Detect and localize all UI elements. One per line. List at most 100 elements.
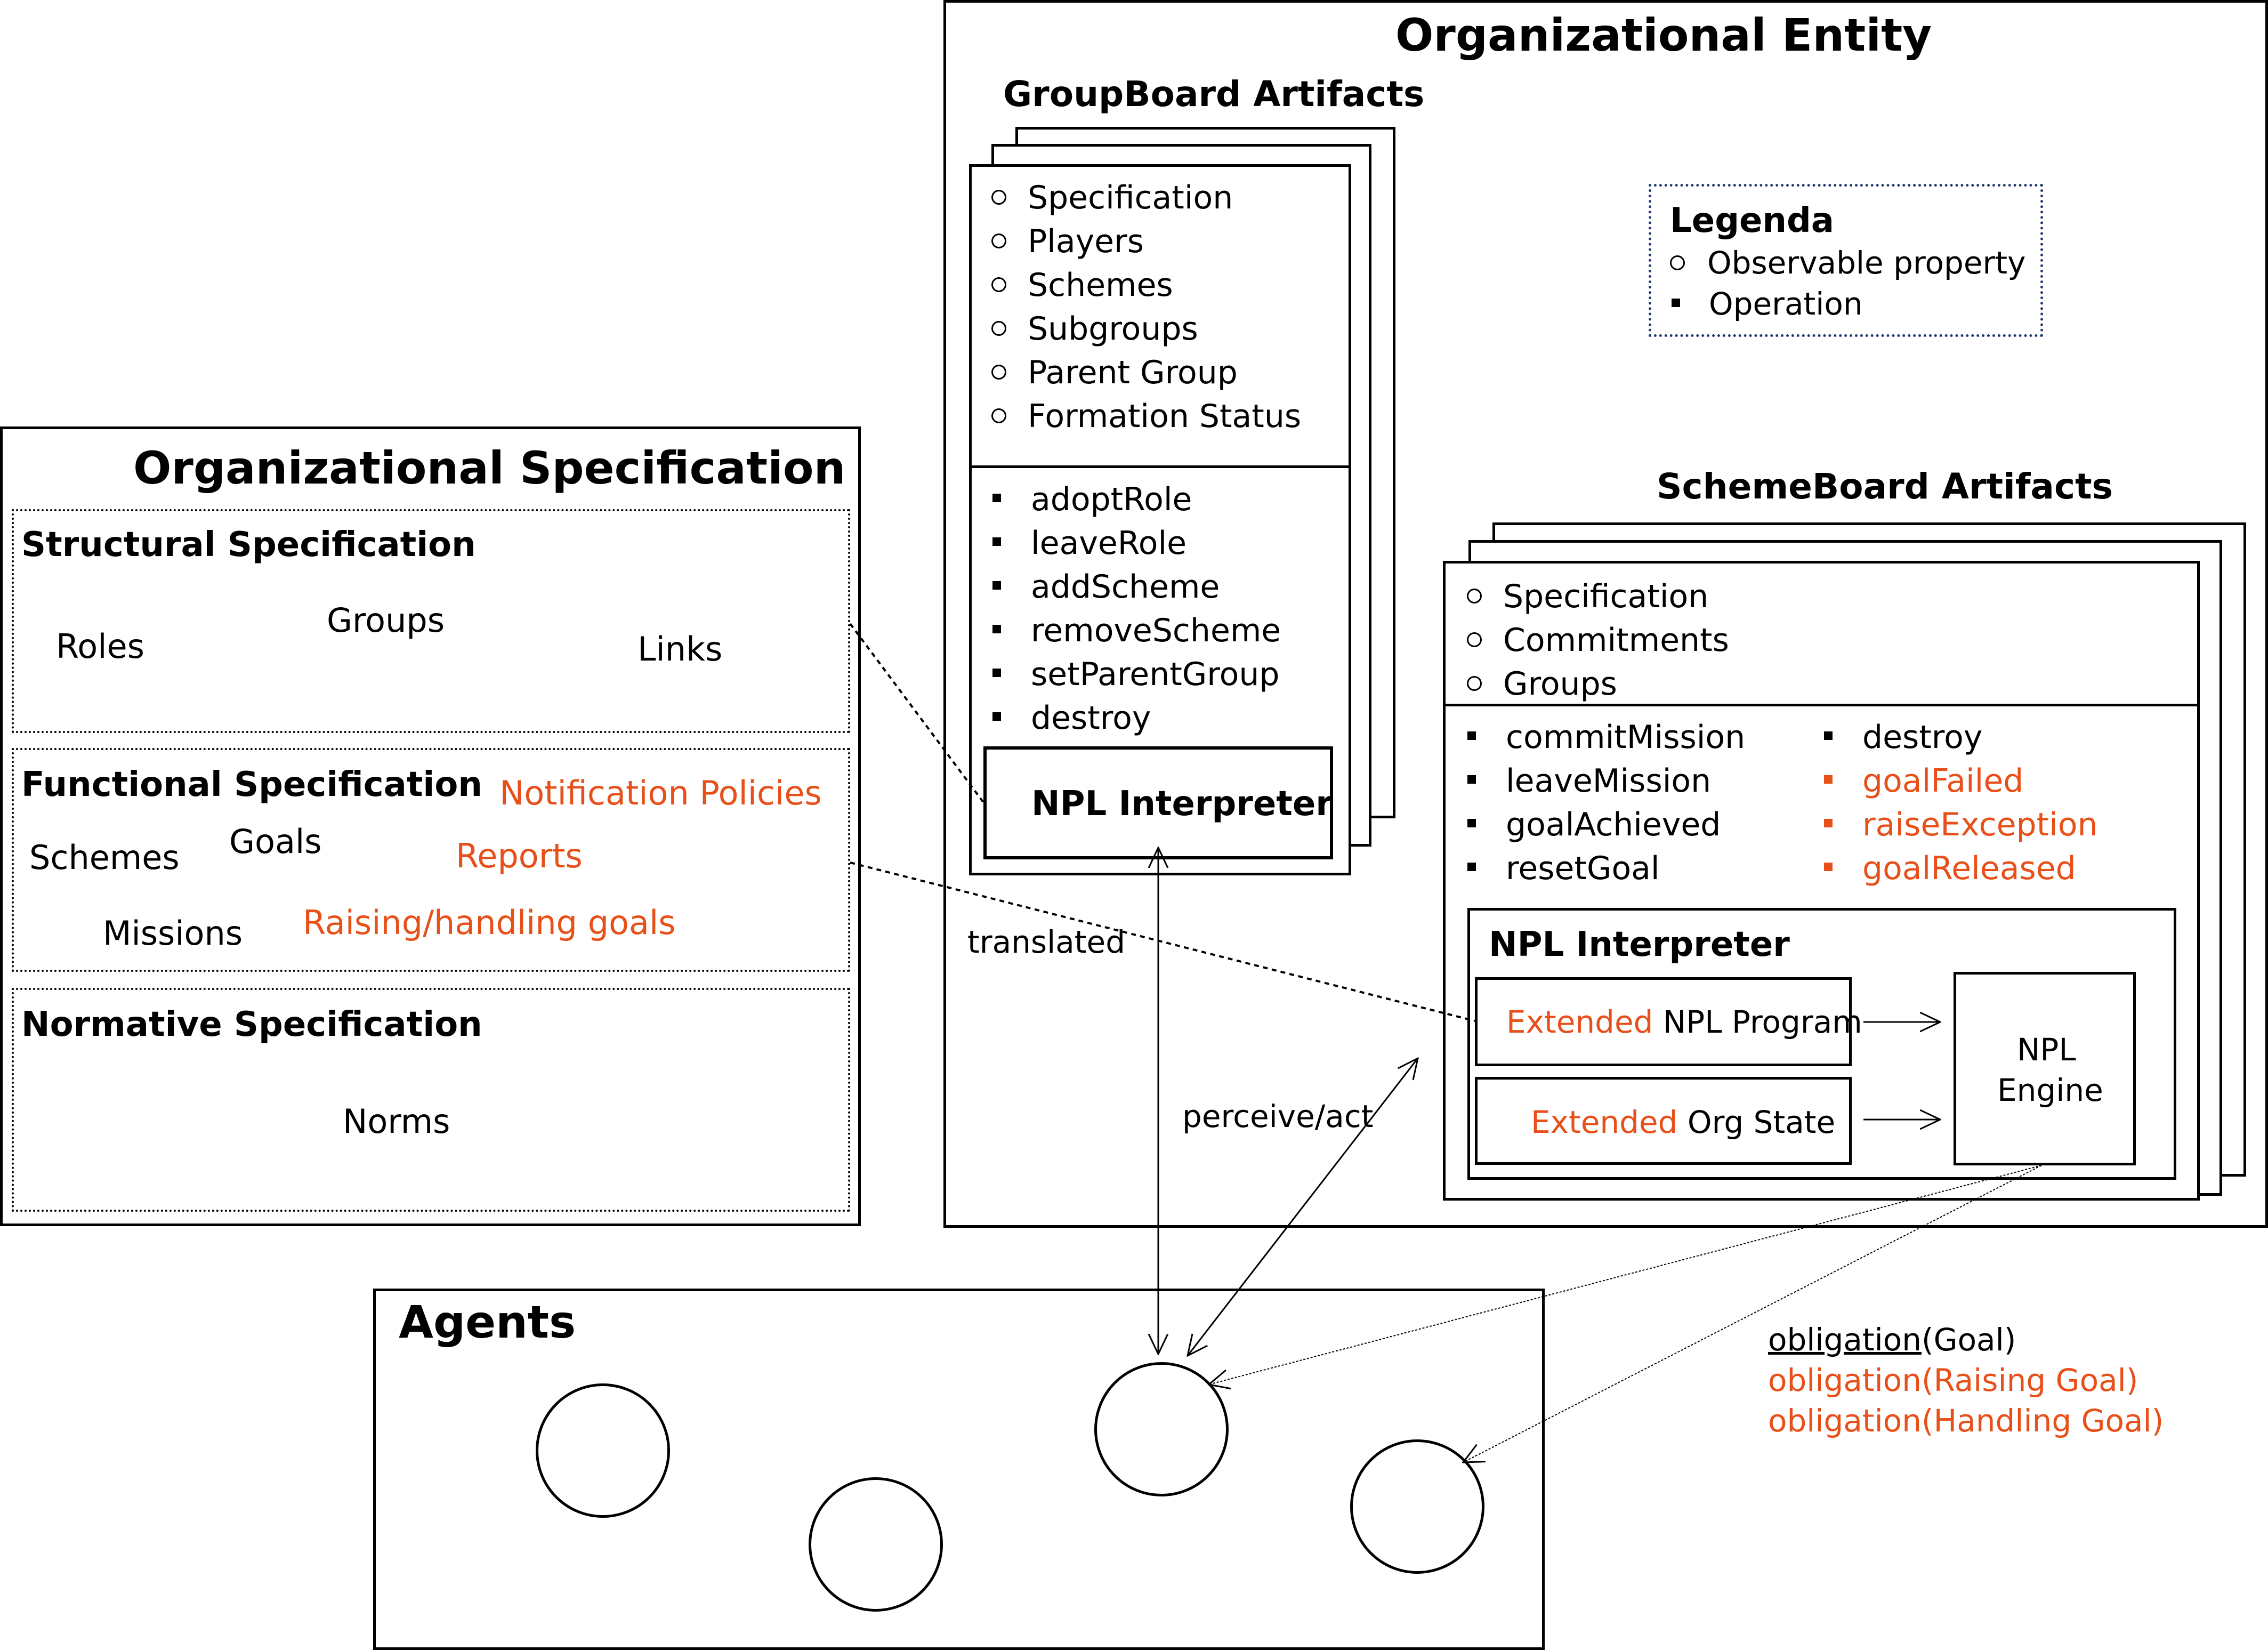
circle-bullet-icon (991, 277, 1006, 293)
square-bullet-icon (1467, 775, 1476, 784)
normative-specification-box (12, 988, 850, 1212)
square-bullet-icon (1467, 819, 1476, 828)
agent-circle (1094, 1362, 1229, 1496)
square-bullet-icon (992, 625, 1001, 634)
agent-circle (536, 1383, 670, 1518)
links-label: Links (637, 630, 723, 669)
list-item: leaveRole (992, 521, 1281, 565)
list-item: Commitments (1467, 618, 1729, 662)
agent-circle (1350, 1439, 1484, 1574)
structural-to-groupboard-connector (849, 623, 984, 803)
list-item: destroy (992, 696, 1281, 740)
extended-org-state-label: Extended Org State (1531, 1104, 1836, 1140)
square-bullet-icon (1467, 731, 1476, 741)
list-item: goalAchieved (1467, 803, 1745, 847)
list-item: Specification (1467, 575, 1729, 618)
list-item: setParentGroup (992, 653, 1281, 696)
legend-operation-item: Operation (1672, 285, 1863, 323)
legend-box (1649, 184, 2043, 337)
organizational-entity-title: Organizational Entity (1395, 9, 1932, 61)
reports-label: Reports (456, 836, 583, 875)
square-bullet-icon (1672, 298, 1680, 307)
schemes-label: Schemes (29, 838, 180, 877)
circle-bullet-icon (991, 234, 1006, 249)
groupboard-operations-list: adoptRole leaveRole addScheme removeSche… (992, 478, 1281, 740)
extended-npl-program-label: Extended NPL Program (1506, 1004, 1862, 1040)
npl-engine-label-line1: NPL (2017, 1032, 2076, 1068)
translated-label: translated (967, 924, 1126, 960)
functional-specification-box (12, 748, 850, 972)
list-item: adoptRole (992, 478, 1281, 521)
npl-engine-label-line2: Engine (1997, 1072, 2103, 1108)
list-item: goalReleased (1824, 847, 2098, 890)
square-bullet-icon (1824, 819, 1833, 828)
list-item: Players (991, 220, 1301, 263)
square-bullet-icon (992, 537, 1001, 546)
structural-specification-title: Structural Specification (21, 525, 476, 565)
obligation-arrow-1 (1209, 1165, 2042, 1385)
list-item: Subgroups (991, 307, 1301, 351)
schemeboard-operations-left: commitMission leaveMission goalAchieved … (1467, 715, 1745, 890)
goals-label: Goals (229, 822, 322, 861)
groupboard-npl-interpreter-label: NPL Interpreter (1031, 784, 1333, 824)
circle-bullet-icon (1467, 632, 1482, 648)
obligation-arrow-2 (1463, 1165, 2042, 1462)
groupboard-divider (969, 465, 1351, 468)
extended-npl-program-box (1475, 977, 1852, 1066)
square-bullet-icon (992, 669, 1001, 678)
circle-bullet-icon (991, 190, 1006, 205)
notification-policies-label: Notification Policies (499, 774, 822, 812)
obligation-handling-goal-label: obligation(Handling Goal) (1768, 1403, 2164, 1439)
circle-bullet-icon (1467, 676, 1482, 691)
schemeboard-divider (1443, 704, 2200, 706)
list-item: Specification (991, 176, 1301, 220)
square-bullet-icon (992, 494, 1001, 503)
square-bullet-icon (992, 581, 1001, 590)
list-item: commitMission (1467, 715, 1745, 759)
square-bullet-icon (1824, 775, 1833, 784)
circle-bullet-icon (1670, 255, 1685, 270)
schemeboard-npl-interpreter-title: NPL Interpreter (1489, 925, 1790, 964)
groupboard-npl-interpreter (983, 746, 1333, 859)
schemeboard-properties-list: Specification Commitments Groups (1467, 575, 1729, 706)
groups-label: Groups (327, 601, 445, 640)
schemeboard-artifacts-title: SchemeBoard Artifacts (1657, 466, 2113, 507)
agents-title: Agents (399, 1296, 576, 1348)
list-item: goalFailed (1824, 759, 2098, 803)
missions-label: Missions (103, 914, 243, 953)
organizational-specification-box (0, 426, 861, 1226)
obligation-raising-goal-label: obligation(Raising Goal) (1768, 1362, 2138, 1398)
groupboard-properties-list: Specification Players Schemes Subgroups … (991, 176, 1301, 438)
square-bullet-icon (1467, 863, 1476, 872)
list-item: leaveMission (1467, 759, 1745, 803)
roles-label: Roles (56, 627, 144, 666)
list-item: resetGoal (1467, 847, 1745, 890)
structural-specification-box (12, 509, 850, 733)
legend-observable-item: Observable property (1670, 244, 2025, 281)
npl-engine-box (1954, 972, 2136, 1165)
functional-to-npl-program-connector (850, 862, 1475, 1022)
list-item: raiseException (1824, 803, 2098, 847)
circle-bullet-icon (991, 365, 1006, 380)
circle-bullet-icon (1467, 589, 1482, 604)
schemeboard-agent-arrow (1188, 1058, 1418, 1356)
agent-circle (809, 1477, 943, 1612)
raising-handling-goals-label: Raising/handling goals (303, 903, 676, 942)
norms-label: Norms (343, 1102, 450, 1141)
groupboard-artifacts-title: GroupBoard Artifacts (1003, 74, 1425, 115)
extended-org-state-box (1475, 1077, 1852, 1165)
legend-title: Legenda (1670, 201, 1834, 240)
obligation-goal-label: obligation(Goal) (1768, 1322, 2016, 1358)
list-item: Schemes (991, 263, 1301, 307)
schemeboard-operations-right: destroy goalFailed raiseException goalRe… (1824, 715, 2098, 890)
circle-bullet-icon (991, 321, 1006, 336)
organizational-specification-title: Organizational Specification (133, 442, 846, 494)
list-item: removeScheme (992, 609, 1281, 653)
square-bullet-icon (992, 712, 1001, 721)
list-item: Parent Group (991, 351, 1301, 395)
list-item: destroy (1824, 715, 2098, 759)
square-bullet-icon (1824, 731, 1833, 741)
circle-bullet-icon (991, 408, 1006, 424)
list-item: Groups (1467, 662, 1729, 706)
